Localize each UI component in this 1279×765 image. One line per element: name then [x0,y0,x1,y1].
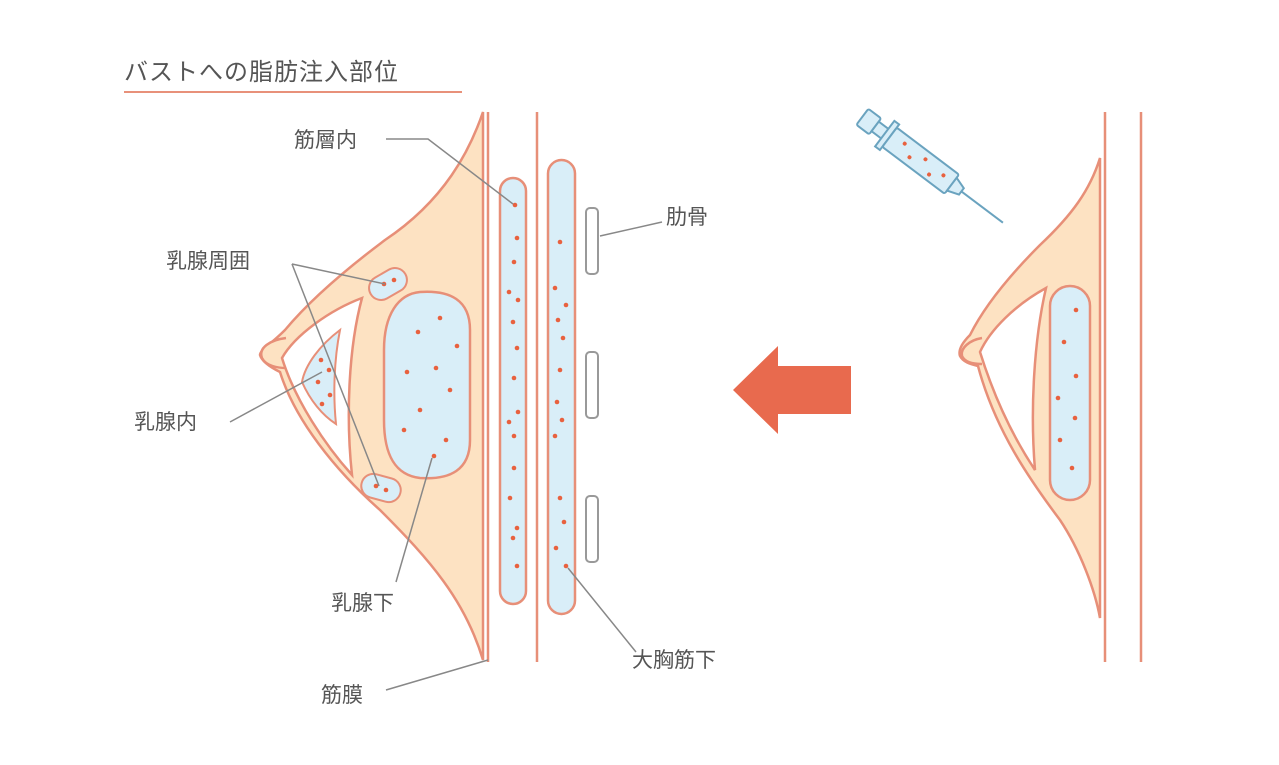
rib-1 [585,207,599,275]
right-nipple [960,336,983,366]
fat-around-gland-upper [368,267,408,301]
label-under-gland: 乳腺下 [331,591,394,615]
fat-under-pectoralis [546,158,577,616]
title-underline [124,91,462,93]
left-breast-diagram: 筋層内 肋骨 乳腺周囲 乳腺内 乳腺下 筋膜 大胸筋下 [134,111,716,707]
fat-around-gland-lower [360,472,402,504]
right-fat-under-gland [1048,284,1092,502]
label-under-pectoralis: 大胸筋下 [632,648,716,672]
label-rib: 肋骨 [666,205,708,229]
right-breast-diagram [958,112,1143,662]
left-arrow-icon [733,346,851,434]
diagram-title: バストへの脂肪注入部位 [124,58,399,86]
fat-under-gland [382,290,472,480]
syringe-icon [856,108,1004,224]
fat-dots [315,202,569,569]
rib-2 [585,351,599,419]
rib-3 [585,495,599,563]
label-in-gland: 乳腺内 [134,410,197,434]
label-around-gland: 乳腺周囲 [166,249,250,273]
fat-intramuscular [498,176,528,606]
right-mammary-gland [978,285,1048,471]
right-fat-dots [1055,307,1079,471]
label-fascia: 筋膜 [321,683,363,707]
title-block: バストへの脂肪注入部位 [124,52,462,93]
leader-lines [229,138,663,691]
nipple [259,336,287,370]
label-muscle-inner: 筋層内 [294,128,357,152]
